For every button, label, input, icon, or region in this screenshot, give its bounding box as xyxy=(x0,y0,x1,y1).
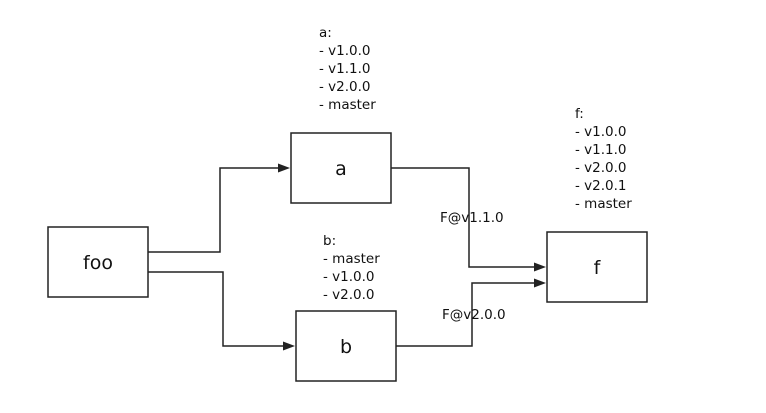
note-f-item: - v1.0.0 xyxy=(575,124,627,140)
node-f-box xyxy=(546,231,648,303)
note-f-item: - v2.0.0 xyxy=(575,160,627,176)
node-foo: foo xyxy=(47,226,149,298)
note-a-item: - v2.0.0 xyxy=(319,79,371,95)
note-a-title: a: xyxy=(319,25,332,41)
note-f-item: - v2.0.1 xyxy=(575,178,627,194)
note-f-title: f: xyxy=(575,106,584,122)
edge-label-b-to-f: F@v2.0.0 xyxy=(442,307,506,323)
node-f: f xyxy=(546,231,648,303)
note-b-item: - master xyxy=(323,251,380,267)
edge-b-to-f xyxy=(396,278,546,347)
note-f-item: - master xyxy=(575,196,632,212)
note-b-item: - v1.0.0 xyxy=(323,269,375,285)
edge-label-a-to-f: F@v1.1.0 xyxy=(440,210,504,226)
edge-foo-to-a xyxy=(148,163,290,253)
node-b: b xyxy=(295,310,397,382)
note-a: a: - v1.0.0 - v1.1.0 - v2.0.0 - master xyxy=(319,25,376,113)
arrowhead-foo-to-a xyxy=(278,163,290,173)
note-a-item: - v1.0.0 xyxy=(319,43,371,59)
node-a-label: a xyxy=(335,158,347,180)
arrowhead-a-to-f xyxy=(534,262,546,272)
note-b-title: b: xyxy=(323,233,336,249)
note-a-item: - v1.1.0 xyxy=(319,61,371,77)
note-f: f: - v1.0.0 - v1.1.0 - v2.0.0 - v2.0.1 -… xyxy=(575,106,632,212)
note-b: b: - master - v1.0.0 - v2.0.0 xyxy=(323,233,380,303)
node-foo-box xyxy=(47,226,149,298)
node-f-label: f xyxy=(594,257,602,279)
node-b-box xyxy=(295,310,397,382)
node-b-label: b xyxy=(340,336,352,358)
node-a: a xyxy=(290,132,392,204)
arrowhead-b-to-f xyxy=(534,278,546,288)
node-foo-label: foo xyxy=(83,252,113,274)
arrowhead-foo-to-b xyxy=(283,341,295,351)
node-a-box xyxy=(290,132,392,204)
note-b-item: - v2.0.0 xyxy=(323,287,375,303)
edge-a-to-f xyxy=(391,167,546,272)
edge-foo-to-b xyxy=(148,271,295,351)
note-f-item: - v1.1.0 xyxy=(575,142,627,158)
note-a-item: - master xyxy=(319,97,376,113)
